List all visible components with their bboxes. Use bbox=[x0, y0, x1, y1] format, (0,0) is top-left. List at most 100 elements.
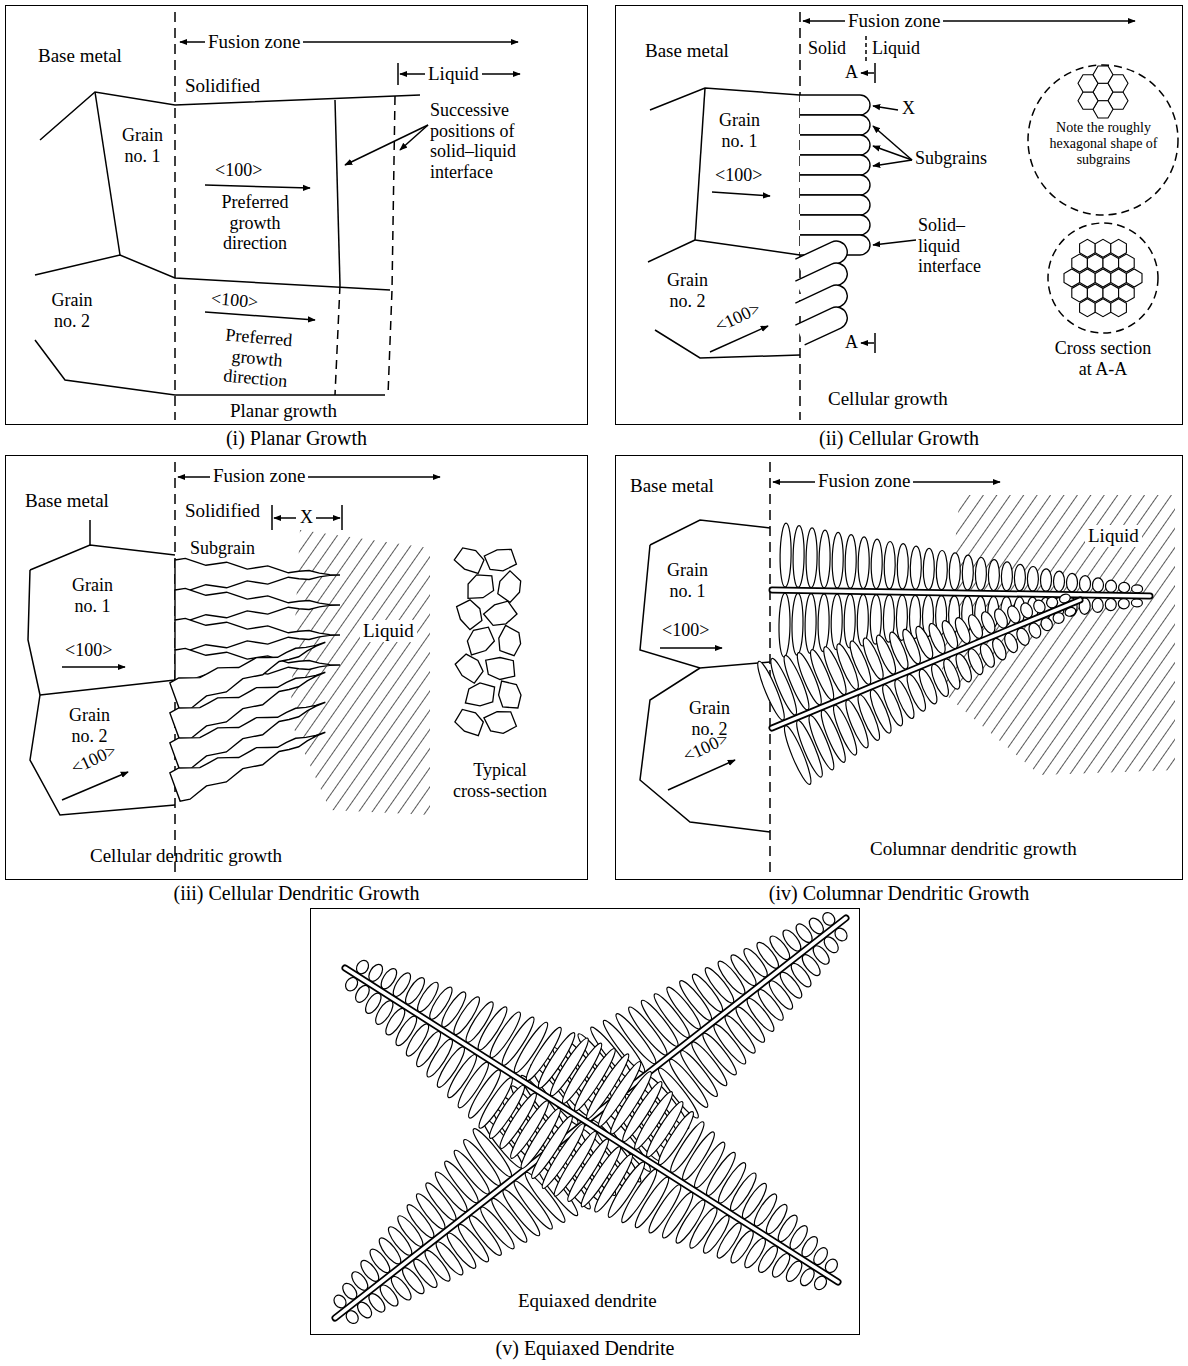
primary-trunk-core bbox=[772, 600, 1080, 728]
drawing-line bbox=[174, 12, 176, 420]
drawing-line bbox=[345, 125, 428, 165]
subgrain-hexagon bbox=[1078, 92, 1098, 109]
figure-label: Fusion zone bbox=[845, 10, 943, 32]
secondary-arm bbox=[871, 539, 883, 589]
secondary-arm bbox=[845, 535, 857, 589]
cross-section-cell bbox=[455, 709, 483, 735]
primary-trunk bbox=[345, 968, 838, 1282]
panel-caption: (i) Planar Growth bbox=[6, 427, 587, 449]
figure-label: Liquid bbox=[872, 38, 920, 59]
drawing-circle bbox=[1048, 223, 1158, 333]
figure-label: Grain no. 1 bbox=[65, 575, 120, 616]
secondary-arm bbox=[858, 537, 870, 589]
cell bbox=[800, 155, 870, 175]
figure-label: <100> bbox=[210, 288, 259, 313]
cross-section-cell bbox=[484, 601, 517, 625]
figure-panel: (iv) Columnar Dendritic Growth bbox=[615, 455, 1183, 880]
drawing-polyline bbox=[650, 520, 770, 545]
drawing-line bbox=[62, 772, 128, 800]
figure-label: A bbox=[845, 62, 858, 83]
cross-section-cell bbox=[499, 626, 521, 656]
figure-label: <100> bbox=[712, 298, 764, 337]
drawing-line bbox=[874, 333, 876, 353]
subgrain-hexagon bbox=[1080, 299, 1096, 317]
secondary-arm bbox=[832, 532, 844, 588]
panel-iv-lines bbox=[640, 462, 1000, 875]
figure-label: Typical cross-section bbox=[452, 760, 548, 801]
figure-label: X bbox=[300, 507, 313, 528]
figure-label: Preferred growth direction bbox=[205, 323, 310, 394]
drawing-polyline bbox=[640, 545, 770, 668]
secondary-arm bbox=[1131, 599, 1142, 607]
figure-label: Grain no. 1 bbox=[660, 560, 715, 601]
drawing-line bbox=[873, 106, 898, 110]
secondary-arm bbox=[1119, 582, 1130, 592]
panel-caption: (iv) Columnar Dendritic Growth bbox=[616, 882, 1182, 904]
figure-label: Base metal bbox=[25, 490, 109, 512]
drawing-line bbox=[648, 240, 695, 262]
cell bbox=[795, 303, 851, 344]
drawing-line bbox=[335, 285, 340, 395]
drawing-circle bbox=[1028, 65, 1178, 215]
subgrain-hexagon bbox=[1072, 284, 1088, 302]
primary-trunk bbox=[772, 590, 1150, 596]
secondary-arm bbox=[818, 594, 830, 652]
drawing-line bbox=[271, 505, 273, 530]
secondary-arm bbox=[1079, 576, 1090, 593]
drawing-line bbox=[341, 505, 343, 530]
secondary-arm bbox=[910, 546, 922, 589]
figure-label: <100> bbox=[65, 640, 112, 661]
figure-label: <100> bbox=[215, 160, 262, 181]
subgrain-hexagon bbox=[1119, 254, 1135, 272]
cell bbox=[800, 135, 870, 155]
figure-label: Liquid bbox=[1085, 525, 1142, 547]
drawing-line bbox=[861, 72, 874, 74]
figure-label: <100> bbox=[68, 740, 120, 779]
drawing-line bbox=[695, 240, 800, 255]
figure-label: Cross section at A-A bbox=[1049, 338, 1157, 379]
subgrain-hexagon bbox=[1087, 284, 1103, 302]
figure-label: Solid bbox=[808, 38, 846, 59]
figure-label: Grain no. 1 bbox=[712, 110, 767, 151]
subgrain-hexagon bbox=[1087, 254, 1103, 272]
cross-section-cell bbox=[455, 654, 483, 683]
figure-label: Base metal bbox=[630, 475, 714, 497]
figure-label: Subgrain bbox=[190, 538, 255, 559]
secondary-arm bbox=[1001, 562, 1012, 591]
secondary-arm bbox=[988, 560, 999, 591]
secondary-arm bbox=[1105, 580, 1116, 592]
dendritic-cell bbox=[175, 588, 340, 621]
drawing-polyline bbox=[640, 668, 770, 832]
cell bbox=[800, 195, 870, 215]
secondary-arm bbox=[897, 544, 909, 590]
drawing-line bbox=[95, 92, 120, 255]
subgrain-hexagon bbox=[1103, 254, 1119, 272]
drawing-line bbox=[695, 88, 705, 240]
subgrain-hexagon bbox=[1111, 239, 1127, 257]
drawing-polyline bbox=[650, 88, 800, 110]
drawing-line bbox=[873, 240, 916, 245]
cells bbox=[795, 95, 870, 345]
drawing-line bbox=[400, 125, 428, 150]
figure-label: Solid–liquid interface bbox=[918, 215, 998, 277]
drawing-polyline bbox=[30, 545, 175, 570]
figure-label: Liquid bbox=[425, 63, 482, 85]
figure-label: Base metal bbox=[645, 40, 729, 62]
subgrain-hexagon bbox=[1095, 239, 1111, 257]
secondary-arm bbox=[793, 526, 805, 588]
cross-section-cells bbox=[454, 548, 521, 736]
subgrain-hexagon bbox=[1095, 299, 1111, 317]
secondary-arm bbox=[819, 530, 831, 588]
figure-label: Fusion zone bbox=[815, 470, 913, 492]
primary-trunk-core bbox=[772, 590, 1150, 596]
secondary-arm bbox=[792, 593, 804, 655]
drawing-line bbox=[873, 146, 912, 160]
figure-label: Cellular dendritic growth bbox=[90, 845, 282, 867]
dendritic-cell bbox=[169, 717, 331, 803]
drawing-line bbox=[660, 647, 722, 649]
secondary-arm bbox=[1105, 598, 1116, 610]
drawing-line bbox=[335, 100, 340, 285]
drawing-polygon bbox=[940, 495, 1175, 775]
dendrite-arms bbox=[331, 910, 849, 1326]
